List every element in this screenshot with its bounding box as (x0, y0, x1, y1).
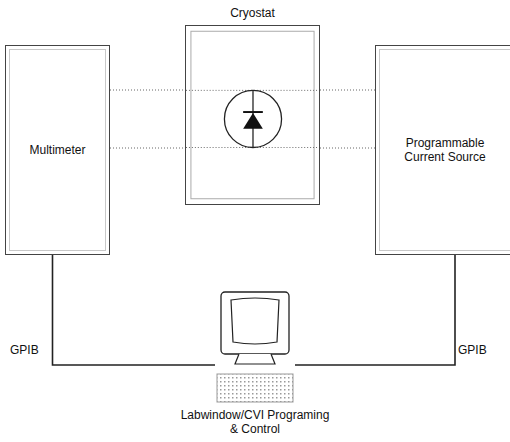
computer-icon: Labwindow/CVI Programing & Control (215, 288, 295, 408)
gpib-cable (53, 255, 216, 365)
computer-drawing (215, 288, 295, 408)
gpib-cable (295, 255, 455, 365)
current-source-box: Programmable Current Source (375, 45, 510, 255)
cryostat-box: Cryostat (185, 25, 320, 205)
node-label: Cryostat (186, 6, 319, 20)
cryostat-drawing (186, 26, 319, 204)
node-label: Multimeter (21, 143, 93, 157)
node-label: Programmable Current Source (376, 136, 510, 164)
dotted-wire (320, 90, 375, 91)
edge-label: GPIB (456, 343, 489, 357)
dotted-wire (110, 90, 185, 91)
edge-label: GPIB (8, 343, 41, 357)
node-label: Labwindow/CVI Programing & Control (175, 408, 335, 436)
multimeter-box: Multimeter (5, 45, 110, 255)
dotted-wire (110, 148, 185, 149)
dotted-wire (320, 148, 375, 149)
